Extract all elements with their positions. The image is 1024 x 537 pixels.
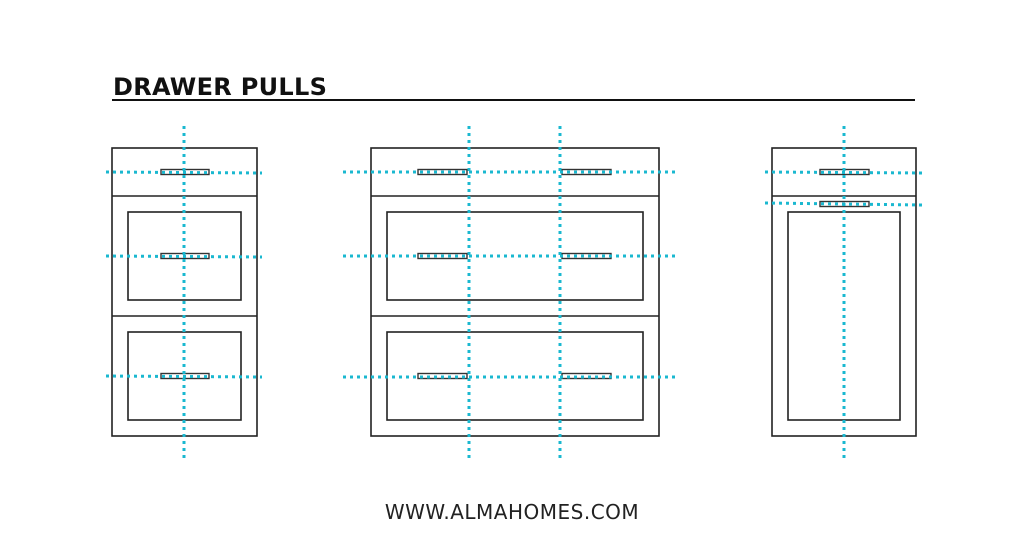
- cabinet-left: [105, 126, 263, 460]
- page-title: DRAWER PULLS: [113, 73, 328, 101]
- title-underline: [112, 99, 915, 101]
- cabinet-right: [764, 126, 923, 460]
- website-footer: WWW.ALMAHOMES.COM: [384, 500, 640, 524]
- cabinet-middle: [343, 126, 678, 460]
